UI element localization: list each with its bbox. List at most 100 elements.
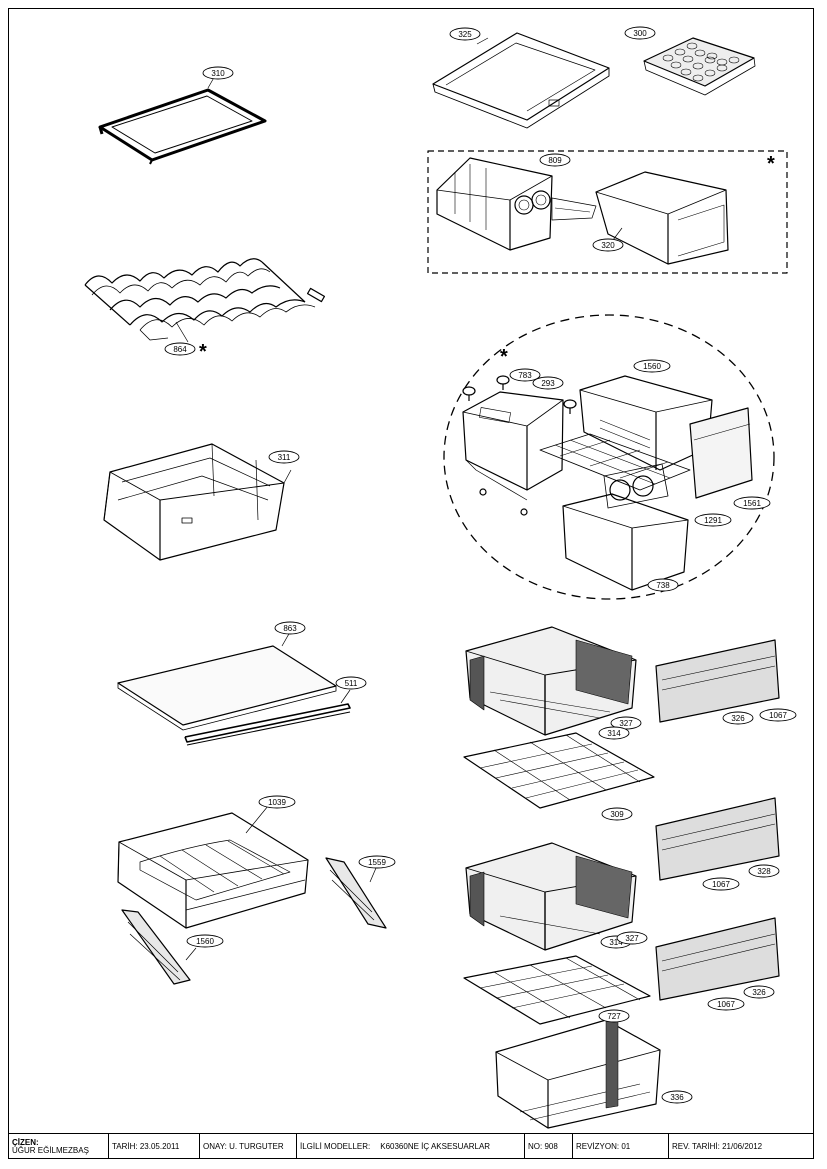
callout-rail-1291: 1291 xyxy=(694,513,732,527)
callout-wire-shelf-309: 309 xyxy=(601,807,633,821)
crisper-box xyxy=(103,443,292,561)
panel-1559 xyxy=(325,857,387,929)
callout-label-glass-shelf-310: 310 xyxy=(211,69,225,78)
callout-bottle-rack-864: 864 * xyxy=(164,341,207,363)
callout-front-panel-1559: 1559 xyxy=(358,855,396,869)
callout-wire-shelf-727: 727 xyxy=(598,1009,630,1023)
callout-label-front-panel-1560: 1560 xyxy=(196,937,214,946)
optional-mark-bottle-rack-864: * xyxy=(199,341,207,363)
wire-shelf-727 xyxy=(463,955,651,1025)
callout-drawer-336: 336 xyxy=(661,1090,693,1104)
callout-label-front-328: 328 xyxy=(757,867,771,876)
callout-label-icemaker-293: 293 xyxy=(541,379,555,388)
callout-label-drawer-336: 336 xyxy=(670,1093,684,1102)
callout-icemaker-809: 809 xyxy=(539,153,571,167)
callout-bucket-738: 738 xyxy=(647,578,679,592)
callout-label-knob-783: 783 xyxy=(518,371,532,380)
revision-date-cell: REV. TARİHİ: 21/06/2012 xyxy=(672,1141,763,1151)
tray xyxy=(432,32,610,129)
callout-label-front-326-a: 326 xyxy=(731,714,745,723)
callout-handle-1067-c: 1067 xyxy=(707,997,745,1011)
callout-label-wire-shelf-727: 727 xyxy=(607,1012,621,1021)
callout-front-1561: 1561 xyxy=(733,496,771,510)
bottle-rack-wave xyxy=(84,258,326,343)
wire-shelf-309 xyxy=(463,732,655,809)
ice-cube-tray xyxy=(643,37,756,96)
callout-label-freezer-drawer-327-a: 327 xyxy=(619,719,633,728)
date-cell: TARİH: 23.05.2011 xyxy=(109,1134,200,1159)
drawn-by-cell: ÇİZEN: UĞUR EĞİLMEZBAŞ xyxy=(9,1134,109,1159)
callout-front-panel-1560: 1560 xyxy=(186,934,224,948)
callout-label-front-1561: 1561 xyxy=(743,499,761,508)
freezer-drawer-a xyxy=(465,626,637,736)
callout-label-bucket-738: 738 xyxy=(656,581,670,590)
drawing-frame xyxy=(8,8,814,1159)
callout-ice-bucket-320: 320 xyxy=(592,238,624,252)
callout-label-glass-cover-863: 863 xyxy=(283,624,297,633)
callout-label-ice-bucket-320: 320 xyxy=(601,241,615,250)
callout-ice-tray-300: 300 xyxy=(624,26,656,40)
callout-label-rail-1291: 1291 xyxy=(704,516,722,525)
callout-tray-325: 325 xyxy=(449,27,481,41)
callout-front-326-b: 326 xyxy=(743,985,775,999)
callout-label-front-326-b: 326 xyxy=(752,988,766,997)
callout-front-328: 328 xyxy=(748,864,780,878)
callout-label-handle-1067-b: 1067 xyxy=(712,880,730,889)
revision-cell: REVİZYON: 01 xyxy=(573,1134,669,1159)
callout-label-freezer-drawer-327-b: 327 xyxy=(625,934,639,943)
callout-label-wire-shelf-309: 309 xyxy=(610,810,624,819)
optional-group-box xyxy=(427,150,788,274)
panel-1560 xyxy=(121,909,197,985)
freezer-front-b xyxy=(655,797,780,881)
optional-mark-box: * xyxy=(767,153,775,175)
callout-handle-1067-a: 1067 xyxy=(759,708,797,722)
callout-label-profile-511: 511 xyxy=(345,679,358,688)
glass-shelf-frame xyxy=(98,73,267,165)
profile-strip xyxy=(184,689,351,746)
optional-group-ellipse xyxy=(443,314,775,600)
callout-label-basket-1560: 1560 xyxy=(643,362,661,371)
callout-knob-783: 783 xyxy=(509,368,541,382)
callout-drawer-1039: 1039 xyxy=(258,795,296,809)
callout-freezer-drawer-327-b: 327 xyxy=(616,931,648,945)
knob-right xyxy=(563,399,577,414)
callout-glass-cover-863: 863 xyxy=(274,621,306,635)
drawn-by-value: UĞUR EĞİLMEZBAŞ xyxy=(12,1145,89,1155)
callout-icemaker-293: 293 xyxy=(532,376,564,390)
knob-left xyxy=(462,386,476,401)
callout-basket-1560: 1560 xyxy=(633,359,671,373)
callout-handle-1067-b: 1067 xyxy=(702,877,740,891)
front-1561 xyxy=(689,407,753,499)
icemaker-assembly xyxy=(462,391,564,516)
callout-label-handle-1067-c: 1067 xyxy=(717,1000,735,1009)
callout-front-326-a: 326 xyxy=(722,711,754,725)
ice-bucket xyxy=(595,171,729,265)
callout-crisper-311: 311 xyxy=(268,450,300,464)
callout-label-ice-tray-300: 300 xyxy=(633,29,647,38)
callout-freezer-drawer-314-a: 314 xyxy=(598,726,630,740)
callout-label-icemaker-809: 809 xyxy=(548,156,562,165)
drawer-basket xyxy=(117,805,309,929)
models-value: K60360NE İÇ AKSESUARLAR xyxy=(380,1141,491,1151)
freezer-drawer-b xyxy=(465,842,637,951)
optional-mark-ellipse: * xyxy=(500,346,508,368)
callout-label-crisper-311: 311 xyxy=(278,453,291,462)
title-block: ÇİZEN: UĞUR EĞİLMEZBAŞ TARİH: 23.05.2011… xyxy=(9,1133,813,1159)
callout-label-bottle-rack-864: 864 xyxy=(173,345,187,354)
knob-783 xyxy=(496,375,510,390)
callout-label-front-panel-1559: 1559 xyxy=(368,858,386,867)
drawn-by-label: ÇİZEN: xyxy=(12,1137,39,1147)
bucket-738 xyxy=(562,463,689,591)
number-cell: NO: 908 xyxy=(525,1134,573,1159)
callout-profile-511: 511 xyxy=(335,676,367,690)
callout-label-drawer-1039: 1039 xyxy=(268,798,286,807)
callout-label-freezer-drawer-314-a: 314 xyxy=(607,729,621,738)
freezer-front-c xyxy=(655,917,780,1001)
part-callouts: 310 864 * 311 863 511 1039 1559 1560 325 300 809 320… xyxy=(164,26,797,1104)
models-label: İLGİLİ MODELLER: xyxy=(300,1141,371,1151)
callout-label-handle-1067-a: 1067 xyxy=(769,711,787,720)
callout-glass-shelf-310: 310 xyxy=(202,66,234,80)
bottom-drawer xyxy=(495,1015,661,1129)
callout-label-tray-325: 325 xyxy=(458,30,472,39)
